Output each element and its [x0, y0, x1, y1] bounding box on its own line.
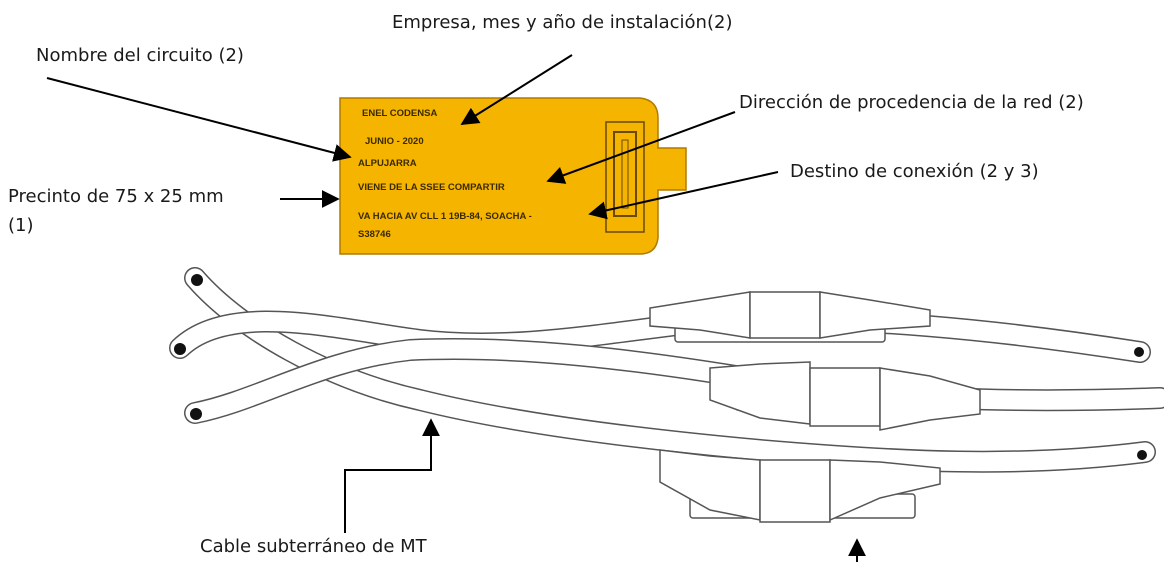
cables: [169, 267, 1164, 473]
arrow-cable: [344, 418, 440, 533]
arrow-destino: [588, 171, 779, 220]
splice-2: [709, 361, 981, 431]
label-direccion: Dirección de procedencia de la red (2): [739, 92, 1084, 113]
splice-1: [649, 291, 931, 343]
arrow-nombre: [46, 77, 352, 162]
tag-line-date: JUNIO - 2020: [365, 136, 424, 147]
label-precinto-ref: (1): [8, 215, 34, 236]
arrow-empresa: [460, 54, 573, 125]
tag-line-company: ENEL CODENSA: [362, 108, 438, 119]
label-destino: Destino de conexión (2 y 3): [790, 161, 1039, 182]
arrow-direccion: [546, 111, 736, 184]
tag-line-origin: VIENE DE LA SSEE COMPARTIR: [358, 182, 505, 193]
splices: [649, 291, 981, 523]
precinto-text: ENEL CODENSA JUNIO - 2020 ALPUJARRA VIEN…: [340, 98, 658, 254]
cable-2: [169, 308, 1151, 363]
label-nombre-circuito: Nombre del circuito (2): [36, 45, 244, 66]
tag-line-destination: VA HACIA AV CLL 1 19B-84, SOACHA -: [358, 211, 532, 222]
tag-line-code: S38746: [358, 229, 391, 240]
label-precinto: Precinto de 75 x 25 mm: [8, 186, 224, 207]
label-empresa: Empresa, mes y año de instalación(2): [392, 12, 733, 33]
tag-line-circuit: ALPUJARRA: [358, 158, 417, 169]
splice-3: [659, 449, 941, 523]
label-cable: Cable subterráneo de MT: [200, 536, 427, 557]
cable-ends: [174, 274, 1147, 460]
cable-1: [184, 267, 1156, 473]
arrows: [46, 54, 866, 562]
